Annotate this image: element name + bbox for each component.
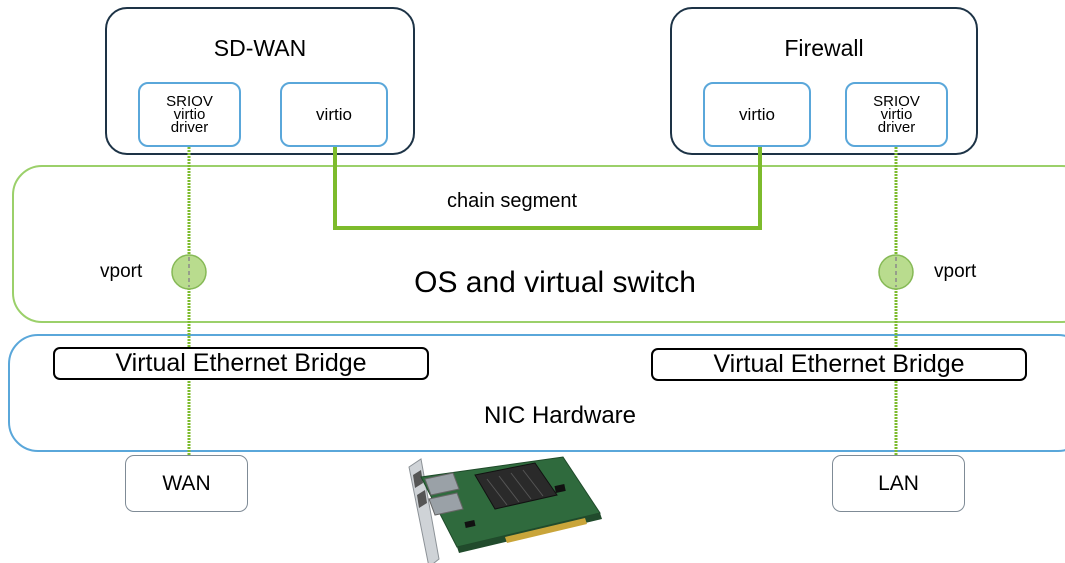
chain-segment-label: chain segment bbox=[447, 190, 578, 212]
sdwan-sriov-interface: SRIOV virtio driver bbox=[138, 82, 241, 147]
nic-layer-label: NIC Hardware bbox=[483, 402, 637, 429]
chain-segment-line bbox=[333, 147, 762, 230]
sdwan-virtio-interface: virtio bbox=[280, 82, 388, 147]
wan-port-label: WAN bbox=[162, 471, 211, 495]
firewall-virtio-interface: virtio bbox=[703, 82, 811, 147]
sdwan-sriov-line-3: driver bbox=[170, 119, 209, 136]
veb-left-label: Virtual Ethernet Bridge bbox=[115, 349, 367, 377]
nic-hardware-layer bbox=[8, 334, 1065, 452]
veb-right: Virtual Ethernet Bridge bbox=[651, 348, 1027, 381]
os-layer-label: OS and virtual switch bbox=[414, 266, 696, 299]
nic-card-icon bbox=[408, 456, 602, 563]
sdwan-sriov-line-1: SRIOV bbox=[166, 93, 213, 110]
firewall-sriov-line-2: virtio bbox=[880, 106, 913, 123]
vport-right-label: vport bbox=[934, 261, 977, 282]
veb-right-label: Virtual Ethernet Bridge bbox=[713, 350, 965, 378]
veb-left: Virtual Ethernet Bridge bbox=[53, 347, 429, 380]
firewall-sriov-interface: SRIOV virtio driver bbox=[845, 82, 948, 147]
wan-port: WAN bbox=[125, 455, 248, 512]
firewall-sriov-line-3: driver bbox=[877, 119, 916, 136]
lan-port-label: LAN bbox=[878, 471, 919, 495]
os-virtual-switch-layer bbox=[12, 165, 1065, 323]
firewall-title: Firewall bbox=[784, 35, 864, 61]
firewall-sriov-line-1: SRIOV bbox=[873, 93, 920, 110]
vport-left-label: vport bbox=[100, 261, 143, 282]
firewall-virtio-label: virtio bbox=[739, 104, 775, 124]
sdwan-title: SD-WAN bbox=[213, 35, 307, 61]
sdwan-virtio-label: virtio bbox=[316, 104, 352, 124]
lan-port: LAN bbox=[832, 455, 965, 512]
sdwan-sriov-line-2: virtio bbox=[173, 106, 206, 123]
